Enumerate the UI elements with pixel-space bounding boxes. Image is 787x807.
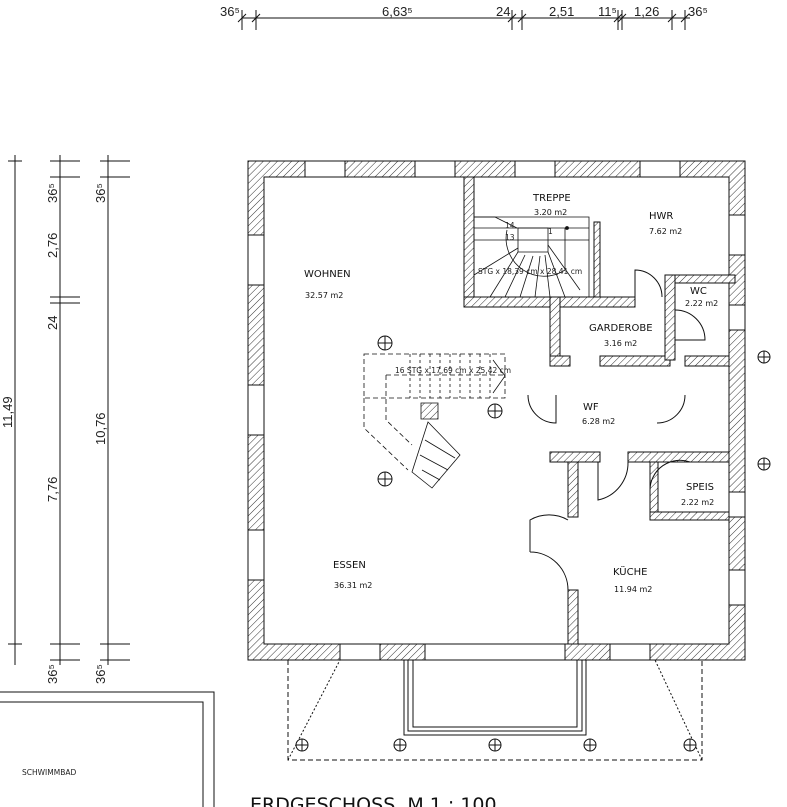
interior-walls <box>464 177 735 644</box>
inner-dim-2: 10,76 <box>93 412 108 445</box>
top-dimension-chain <box>238 10 690 30</box>
top-dim-3: 24 <box>496 4 510 19</box>
room-name-hwr: HWR <box>649 211 673 222</box>
top-dim-2: 6,63⁵ <box>382 4 413 19</box>
pool-label: SCHWIMMBAD <box>22 768 76 777</box>
top-dim-1: 36⁵ <box>220 4 240 19</box>
column-icon <box>394 739 406 751</box>
left-dimension-chains <box>8 155 130 665</box>
room-area-speis: 2.22 m2 <box>681 498 714 507</box>
drawing-title: ERDGESCHOSS M 1 : 100 <box>250 794 497 807</box>
column-icon <box>584 739 596 751</box>
column-icon <box>296 739 308 751</box>
room-area-kueche: 11.94 m2 <box>614 585 652 594</box>
columns <box>296 336 770 751</box>
windows <box>248 161 745 660</box>
room-area-hwr: 7.62 m2 <box>649 227 682 236</box>
upper-staircase <box>364 354 505 488</box>
room-area-garderobe: 3.16 m2 <box>604 339 637 348</box>
terrace <box>288 660 702 760</box>
room-area-wc: 2.22 m2 <box>685 299 718 308</box>
dimension-ticks <box>238 10 689 30</box>
room-name-wf: WF <box>583 402 599 413</box>
top-dim-6: 1,26 <box>634 4 659 19</box>
main-stair-label: STG x 18,39 cm x 28,41 cm <box>478 267 582 276</box>
top-dim-7: 36⁵ <box>688 4 708 19</box>
stair-step-14: 14 <box>505 221 515 230</box>
left-dim-3: 24 <box>45 316 60 330</box>
left-dim-5: 36⁵ <box>45 664 60 684</box>
column-icon <box>684 739 696 751</box>
stair-step-1: 1 <box>548 227 553 236</box>
left-dim-2: 2,76 <box>45 233 60 258</box>
room-name-speis: SPEIS <box>686 482 714 493</box>
room-area-essen: 36.31 m2 <box>334 581 372 590</box>
room-area-wohnen: 32.57 m2 <box>305 291 343 300</box>
room-name-wc: WC <box>690 286 707 297</box>
column-icon <box>488 404 502 418</box>
room-area-treppe: 3.20 m2 <box>534 208 567 217</box>
room-name-garderobe: GARDEROBE <box>589 323 653 334</box>
main-staircase <box>474 217 589 297</box>
column-icon <box>378 336 392 350</box>
left-dim-1: 36⁵ <box>45 183 60 203</box>
swimming-pool <box>0 692 214 807</box>
column-icon <box>378 472 392 486</box>
top-dim-5: 11⁵ <box>598 4 617 19</box>
room-name-kueche: KÜCHE <box>613 565 647 578</box>
inner-dim-3: 36⁵ <box>93 664 108 684</box>
column-icon <box>489 739 501 751</box>
stair-step-13: 13 <box>505 233 515 242</box>
exterior-walls <box>248 161 745 660</box>
left-dim-4: 7,76 <box>45 477 60 502</box>
room-name-essen: ESSEN <box>333 560 366 571</box>
inner-dim-1: 36⁵ <box>93 183 108 203</box>
room-name-treppe: TREPPE <box>532 193 571 204</box>
room-name-wohnen: WOHNEN <box>304 269 351 280</box>
room-area-wf: 6.28 m2 <box>582 417 615 426</box>
top-dim-4: 2,51 <box>549 4 574 19</box>
column-icon <box>758 351 770 363</box>
left-dim-total: 11,49 <box>0 396 15 428</box>
doors <box>528 270 705 590</box>
column-icon <box>758 458 770 470</box>
upper-stair-label: 16 STG x 17,69 cm x 25,42 cm <box>395 366 511 375</box>
